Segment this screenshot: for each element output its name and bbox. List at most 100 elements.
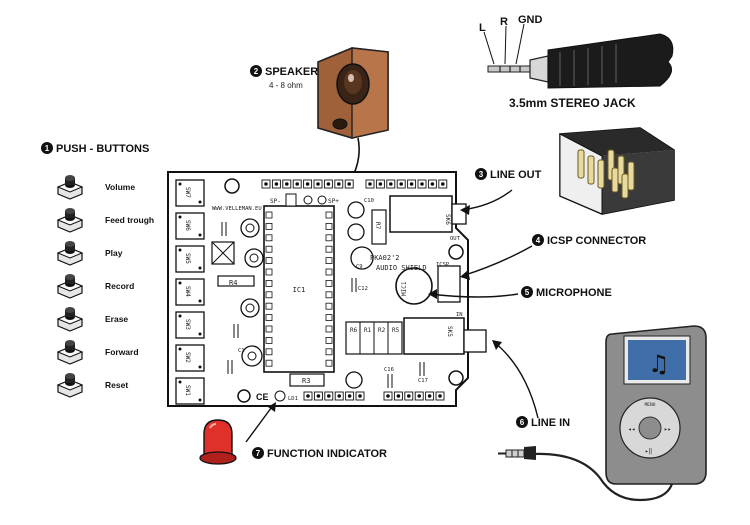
svg-text:ICSP CONNECTOR: ICSP CONNECTOR [547, 235, 646, 247]
board-name: AUDIO SHIELD [376, 264, 427, 272]
ld1-label: LD1 [288, 396, 298, 402]
board-switch-label: SW6 [184, 220, 191, 231]
svg-text:2: 2 [254, 67, 259, 76]
c12-label: C12 [358, 286, 368, 292]
line-in-cable [498, 446, 674, 502]
board-switch: SW1 [175, 377, 205, 405]
play-pause-icon: ▸‖ [645, 448, 652, 455]
board-model: PKA02'2 [370, 254, 400, 262]
r4-label: R4 [229, 279, 237, 287]
line-in-label: 6 LINE IN [516, 416, 570, 429]
board-switch: SW2 [175, 344, 205, 372]
board-switch-label: SW2 [184, 352, 191, 363]
jack-labels: L R GND 3.5mm STEREO JACK [479, 14, 636, 110]
callout-arrows [245, 189, 539, 443]
push-button-name: Erase [105, 314, 128, 324]
red-led-illustration [199, 419, 237, 465]
svg-text:FUNCTION INDICATOR: FUNCTION INDICATOR [267, 448, 387, 460]
mic1-label: MIC1 [401, 281, 408, 296]
r5-label: R5 [392, 327, 400, 334]
svg-text:R: R [500, 16, 508, 28]
sp-minus-label: SP- [270, 198, 281, 205]
svg-text:4 - 8 ohm: 4 - 8 ohm [269, 81, 303, 90]
c17-label: C17 [418, 378, 428, 384]
push-button-legend-item: Feed trough [56, 208, 154, 233]
prev-icon: ◂◂ [628, 426, 635, 433]
out-label: OUT [450, 236, 461, 242]
c10-label: C10 [364, 198, 374, 204]
sk5-label: SK5 [446, 326, 453, 337]
svg-text:5: 5 [525, 288, 530, 297]
icsp-connector-label: 4 ICSP CONNECTOR [532, 234, 646, 247]
push-button-name: Volume [105, 182, 135, 192]
push-button-legend-item: Reset [56, 373, 128, 398]
ce-mark: CE [256, 392, 269, 402]
c9-label: C9 [356, 264, 363, 270]
board-switch: SW7 [175, 179, 205, 207]
line-out-label: 3 LINE OUT [475, 168, 542, 181]
svg-text:3: 3 [479, 170, 484, 179]
next-icon: ▸▸ [664, 426, 671, 433]
svg-text:SPEAKER: SPEAKER [265, 66, 318, 78]
push-button-name: Reset [105, 380, 128, 390]
push-button-name: Feed trough [105, 215, 154, 225]
r7-label: R7 [374, 222, 381, 230]
board-switch-label: SW3 [184, 319, 191, 330]
board-switch-label: SW1 [184, 385, 191, 396]
icsp-tag: ICSP [436, 262, 450, 268]
top-pin-header [261, 179, 448, 189]
board-switch: SW4 [175, 278, 205, 306]
c16-label: C16 [384, 367, 394, 373]
r1-label: R1 [364, 327, 372, 334]
board-switch-label: SW4 [184, 286, 191, 297]
push-button-name: Record [105, 281, 134, 291]
ic1-label: IC1 [293, 286, 306, 294]
board-switch-label: SW7 [184, 187, 191, 198]
push-button-name: Play [105, 248, 123, 258]
function-indicator-label: 7 FUNCTION INDICATOR [252, 447, 387, 460]
svg-text:MICROPHONE: MICROPHONE [536, 287, 612, 299]
svg-text:1: 1 [45, 144, 50, 153]
left-components [211, 218, 264, 374]
stereo-jack-illustration [483, 23, 674, 89]
push-button-legend-item: Volume [56, 175, 135, 200]
svg-text:PUSH - BUTTONS: PUSH - BUTTONS [56, 143, 149, 155]
speaker-label: 2 SPEAKER 4 - 8 ohm [250, 65, 318, 90]
music-note-icon: ♫ [648, 350, 670, 378]
media-player-illustration: ♫ MENU ◂◂ ▸▸ ▸‖ [605, 325, 707, 485]
push-button-legend-item: Play [56, 241, 123, 266]
c1-label: C1 [238, 348, 245, 354]
svg-text:LINE OUT: LINE OUT [490, 169, 542, 181]
in-label: IN [456, 312, 463, 318]
board-switch: SW5 [175, 245, 205, 273]
board-switch-label: SW5 [184, 253, 191, 264]
bottom-pin-header [303, 391, 445, 401]
board-switch: SW3 [175, 311, 205, 339]
push-buttons-heading: 1 PUSH - BUTTONS [41, 142, 149, 155]
svg-text:GND: GND [518, 14, 543, 26]
push-button-legend-item: Erase [56, 307, 128, 332]
push-button-name: Forward [105, 347, 139, 357]
microphone-label: 5 MICROPHONE [521, 286, 612, 299]
speaker-illustration [317, 47, 389, 199]
r3-label: R3 [302, 377, 310, 385]
r6-label: R6 [350, 327, 358, 334]
sk6-label: SK6 [444, 214, 451, 225]
svg-text:4: 4 [536, 236, 541, 245]
svg-text:6: 6 [520, 418, 525, 427]
arrow-heads [268, 205, 502, 412]
board-website: WWW.VELLEMAN.EU [212, 206, 262, 212]
svg-text:3.5mm STEREO JACK: 3.5mm STEREO JACK [509, 96, 636, 110]
push-button-legend-item: Record [56, 274, 134, 299]
right-components [289, 195, 487, 389]
svg-text:7: 7 [256, 449, 261, 458]
push-button-legend-item: Forward [56, 340, 139, 365]
svg-text:LINE IN: LINE IN [531, 417, 570, 429]
menu-label: MENU [645, 402, 656, 408]
svg-text:L: L [479, 22, 486, 34]
sp-plus-label: SP+ [328, 198, 339, 205]
